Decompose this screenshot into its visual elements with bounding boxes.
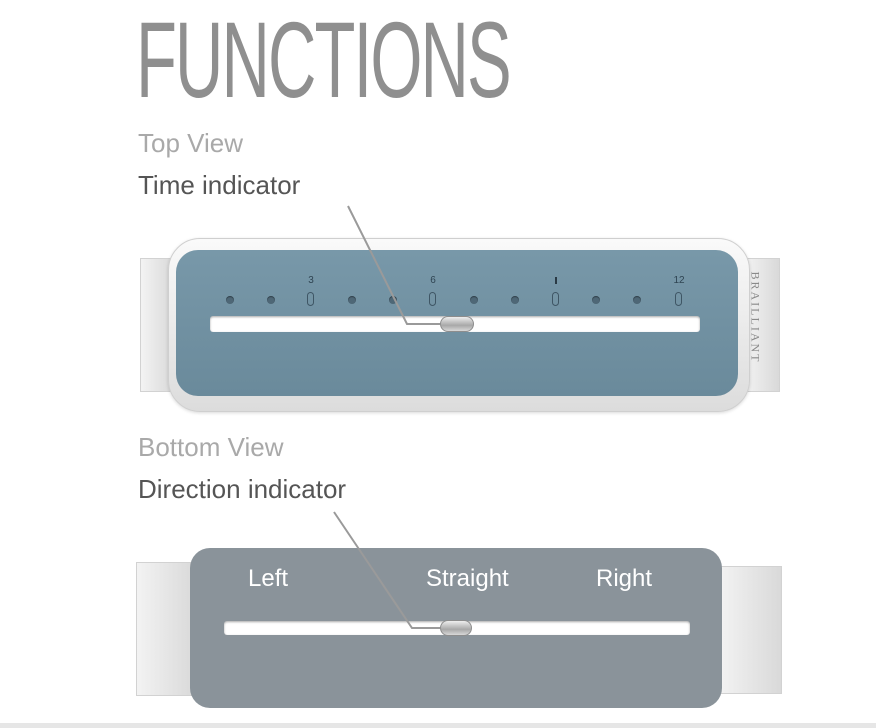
hour-dot xyxy=(389,296,397,304)
hour-marker xyxy=(307,292,314,306)
hour-number-3: 3 xyxy=(308,275,314,286)
hour-dot xyxy=(511,296,519,304)
page-title: FUNCTIONS xyxy=(136,0,512,120)
hour-dot xyxy=(267,296,275,304)
hour-dot xyxy=(470,296,478,304)
hour-dot xyxy=(592,296,600,304)
top-view-label: Top View xyxy=(138,128,244,158)
hour-dot xyxy=(226,296,234,304)
time-indicator-ball[interactable] xyxy=(440,316,474,332)
direction-indicator-label: Direction indicator xyxy=(138,474,347,504)
bottom-left-strap xyxy=(136,562,196,696)
bottom-divider xyxy=(0,723,876,728)
hour-marker xyxy=(552,292,559,306)
hour-number-12: 12 xyxy=(673,275,685,286)
bottom-right-strap xyxy=(718,566,782,694)
direction-indicator-ball[interactable] xyxy=(440,620,472,636)
hour-dot xyxy=(348,296,356,304)
brand-engraving: BRAILLIANT xyxy=(748,271,763,363)
direction-straight-label: Straight xyxy=(426,565,509,592)
hour-number-6: 6 xyxy=(430,275,436,286)
direction-left-label: Left xyxy=(248,565,289,592)
bottom-view-label: Bottom View xyxy=(138,432,284,462)
time-indicator-label: Time indicator xyxy=(138,170,301,200)
hour-dot xyxy=(633,296,641,304)
direction-right-label: Right xyxy=(596,565,653,592)
hour-marker xyxy=(675,292,682,306)
hour-marker xyxy=(429,292,436,306)
hour-tick-9 xyxy=(555,277,557,284)
